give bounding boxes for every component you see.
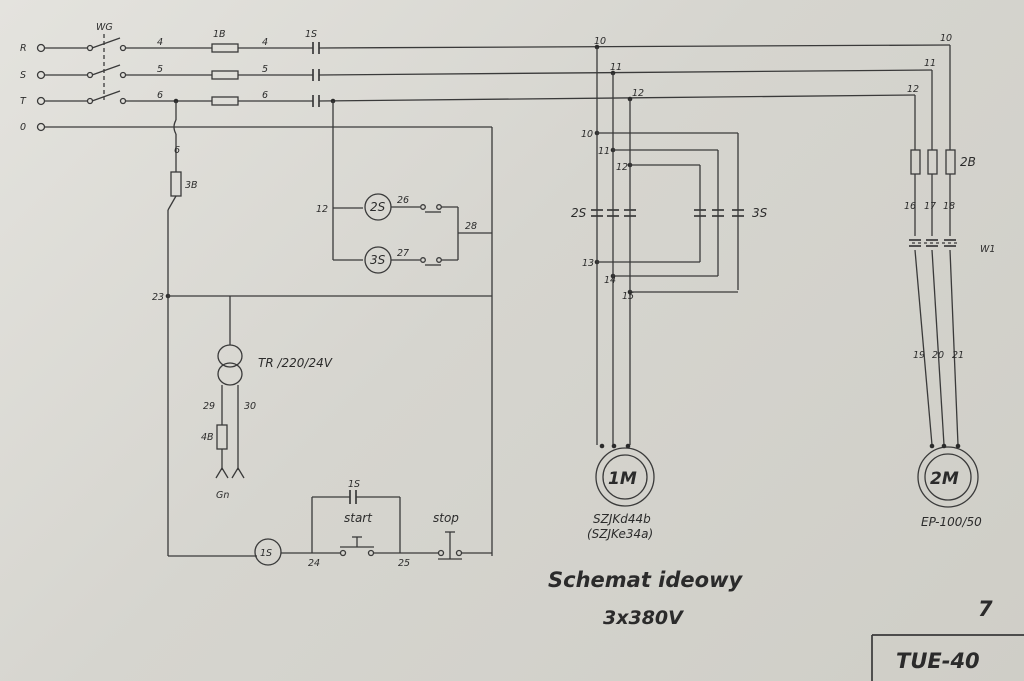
motor-2m-circuit xyxy=(909,45,979,508)
wire-29: 29 xyxy=(203,401,215,412)
wire-6b: 6 xyxy=(262,90,268,101)
label-1s-aux: 1S xyxy=(348,479,360,490)
wire-4b: 4 xyxy=(262,37,268,48)
wire-17: 17 xyxy=(924,201,936,212)
wire-10a: 10 xyxy=(594,36,606,47)
label-2s-contacts: 2S xyxy=(571,206,587,220)
wire-18: 18 xyxy=(943,201,955,212)
motor-1m-alt-type: (SZJKe34a) xyxy=(587,527,653,541)
wire-14: 14 xyxy=(604,275,616,286)
label-w1: W1 xyxy=(980,244,995,255)
coil-rungs xyxy=(332,101,492,274)
contactor-1s-main xyxy=(312,42,320,107)
wire-5b: 5 xyxy=(262,64,268,75)
wire-15: 15 xyxy=(622,291,634,302)
wire-20: 20 xyxy=(932,350,944,361)
wire-5a: 5 xyxy=(157,64,163,75)
coil-1s: 1S xyxy=(260,548,272,559)
control-circuit xyxy=(167,101,493,566)
coil-2s: 2S xyxy=(370,200,386,214)
label-gn: Gn xyxy=(216,490,229,501)
motor-1m-type: SZJKd44b xyxy=(593,512,651,526)
wire-25: 25 xyxy=(398,558,410,569)
wire-6a: 6 xyxy=(157,90,163,101)
label-start: start xyxy=(344,511,373,525)
motor-1m-circuit xyxy=(591,47,744,507)
label-r: R xyxy=(20,43,27,54)
wire-6c: 6 xyxy=(174,145,180,156)
main-switch-wg xyxy=(86,34,127,105)
label-0: 0 xyxy=(20,122,26,133)
label-transformer: TR /220/24V xyxy=(258,356,333,370)
label-2b: 2B xyxy=(960,155,976,169)
wire-21: 21 xyxy=(952,350,964,361)
wire-10b: 10 xyxy=(581,129,593,140)
label-s: S xyxy=(20,70,26,81)
label-4b: 4B xyxy=(201,432,214,443)
wire-12b: 12 xyxy=(632,88,644,99)
wire-12c: 12 xyxy=(616,162,628,173)
motor-2m-type: EP-100/50 xyxy=(921,515,982,529)
wire-11a: 11 xyxy=(610,62,622,73)
diagram-title: Schemat ideowy xyxy=(548,568,743,592)
wire-12d: 12 xyxy=(907,84,919,95)
label-3b: 3B xyxy=(185,180,198,191)
label-wg: WG xyxy=(96,22,113,33)
supply-terminals xyxy=(36,43,46,132)
wire-24: 24 xyxy=(308,558,320,569)
label-1b: 1B xyxy=(213,29,226,40)
wire-4a: 4 xyxy=(157,37,163,48)
drawing-code: TUE-40 xyxy=(896,649,980,673)
wire-28: 28 xyxy=(465,221,477,232)
wire-10c: 10 xyxy=(940,33,952,44)
motor-1m-label: 1M xyxy=(608,469,637,489)
wire-19: 19 xyxy=(913,350,925,361)
wire-12a: 12 xyxy=(316,204,328,215)
diagram-voltage: 3x380V xyxy=(603,607,684,629)
wire-23: 23 xyxy=(152,292,164,303)
wire-27: 27 xyxy=(397,248,409,259)
motor-2m-label: 2M xyxy=(930,469,959,489)
sheet-number: 7 xyxy=(978,597,993,621)
wire-13: 13 xyxy=(582,258,594,269)
wire-26: 26 xyxy=(397,195,409,206)
wire-30: 30 xyxy=(244,401,256,412)
fuses-1b xyxy=(211,43,239,106)
label-1s-top: 1S xyxy=(305,29,317,40)
wire-11b: 11 xyxy=(598,146,610,157)
label-stop: stop xyxy=(433,511,459,525)
coil-3s: 3S xyxy=(370,253,386,267)
wire-16: 16 xyxy=(904,201,916,212)
supply-lines xyxy=(45,44,951,128)
wire-11c: 11 xyxy=(924,58,936,69)
title-box xyxy=(871,634,1024,681)
label-t: T xyxy=(20,96,27,107)
label-3s-contacts: 3S xyxy=(752,206,768,220)
